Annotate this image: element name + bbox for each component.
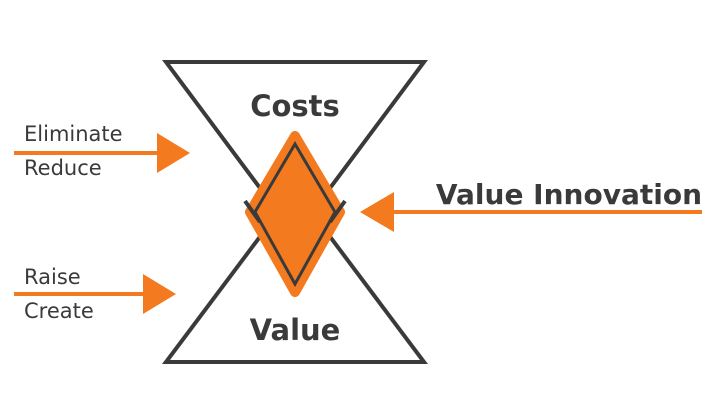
inner-diamond-outline [253,141,337,288]
value-triangle [162,186,428,364]
reduce-label: Reduce [24,156,102,180]
create-label: Create [24,299,94,323]
left-bottom-arrow-head [143,274,176,314]
left-top-arrow-head [157,133,190,173]
hourglass-crossing-left [243,199,262,224]
costs-label: Costs [250,89,340,123]
value-innovation-label: Value Innovation [436,178,702,211]
eliminate-label: Eliminate [24,122,123,146]
hourglass-crossing-right [328,199,347,224]
costs-triangle [162,60,428,239]
value-label: Value [250,313,341,347]
right-arrow-head [360,192,394,232]
raise-label: Raise [24,265,81,289]
